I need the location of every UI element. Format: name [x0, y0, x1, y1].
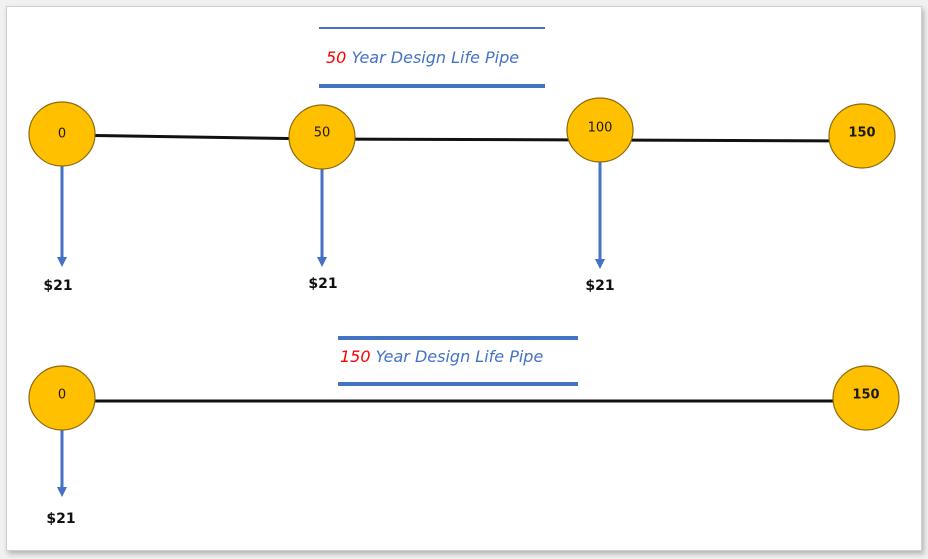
- top-timeline-line: [61, 133, 863, 143]
- bottom-title: 150 Year Design Life Pipe: [340, 347, 543, 366]
- top-cost-label-100: $21: [585, 278, 614, 294]
- bottom-title-number: 150: [340, 347, 371, 366]
- top-node-0: 0: [28, 101, 96, 167]
- bottom-node-150-label: 150: [852, 388, 879, 403]
- top-cost-label-50: $21: [308, 276, 337, 292]
- top-node-50-label: 50: [314, 126, 331, 141]
- top-node-100: 100: [566, 97, 634, 163]
- bottom-title-text: Year Design Life Pipe: [371, 347, 544, 366]
- top-node-100-label: 100: [588, 121, 613, 136]
- diagram-frame: [6, 6, 922, 551]
- top-title-number: 50: [326, 48, 346, 67]
- bottom-diagram: 150 Year Design Life Pipe 0 150 $21: [28, 336, 900, 527]
- top-title-text: Year Design Life Pipe: [346, 48, 519, 67]
- bottom-node-0: 0: [28, 365, 96, 431]
- top-node-150-label: 150: [848, 126, 875, 141]
- top-node-150: 150: [828, 103, 896, 169]
- top-title: 50 Year Design Life Pipe: [326, 48, 519, 67]
- top-node-50: 50: [288, 104, 356, 170]
- bottom-node-0-label: 0: [58, 388, 66, 403]
- top-node-0-label: 0: [58, 127, 66, 142]
- top-cost-label-0: $21: [43, 278, 72, 294]
- bottom-node-150: 150: [832, 365, 900, 431]
- bottom-cost-label-0: $21: [46, 511, 75, 527]
- top-diagram: 50 Year Design Life Pipe 0 50 100 150 $2…: [28, 27, 896, 294]
